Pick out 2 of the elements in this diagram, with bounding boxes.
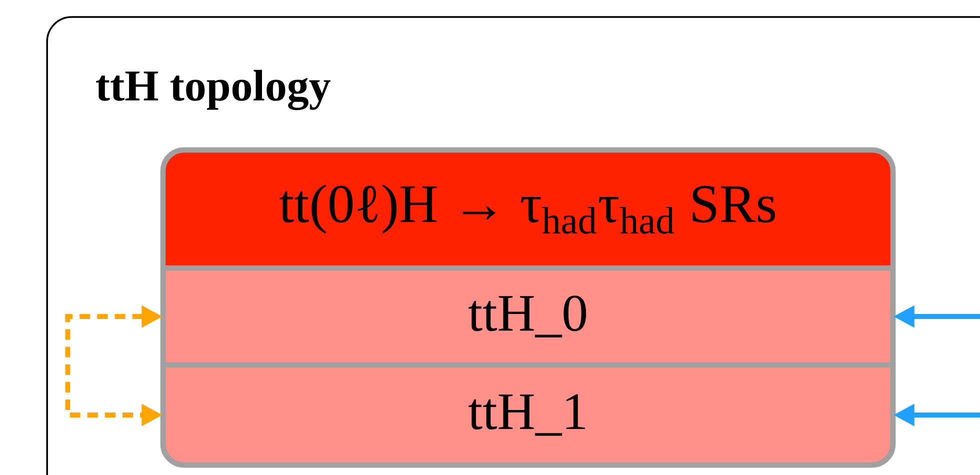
region-row: ttH_1	[164, 362, 892, 436]
region-row: ttH_0	[164, 265, 892, 338]
